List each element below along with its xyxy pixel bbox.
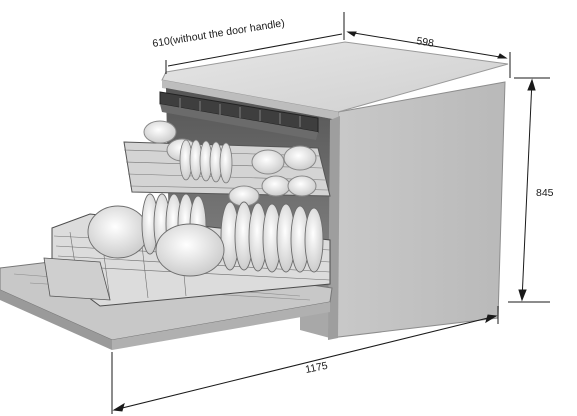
- side-panel: [329, 81, 506, 339]
- depth-dimension-line: [167, 33, 343, 67]
- width-label: 598: [416, 35, 435, 50]
- cup: [287, 175, 317, 197]
- height-dimension-line: [521, 79, 533, 301]
- depth-label: 610(without the door handle): [152, 17, 286, 50]
- worktop: [161, 41, 509, 113]
- cup: [283, 145, 317, 171]
- lower-rack: [43, 193, 331, 307]
- cup: [251, 149, 285, 175]
- dimension-lines: [111, 12, 550, 414]
- plate: [304, 207, 324, 273]
- open-depth-dimension-line: [113, 315, 497, 411]
- open-depth-label: 1175: [304, 360, 329, 376]
- plate: [155, 223, 225, 277]
- front-frame: [328, 116, 340, 340]
- plate: [87, 205, 149, 259]
- cup: [261, 175, 291, 197]
- worktop-front-edge: [162, 80, 338, 120]
- upper-rack: [123, 120, 331, 207]
- cutlery-basket: [43, 257, 111, 301]
- width-dimension-line: [347, 31, 507, 59]
- height-label: 845: [536, 187, 554, 199]
- cup: [143, 120, 177, 144]
- cutlery-tray: [159, 91, 319, 140]
